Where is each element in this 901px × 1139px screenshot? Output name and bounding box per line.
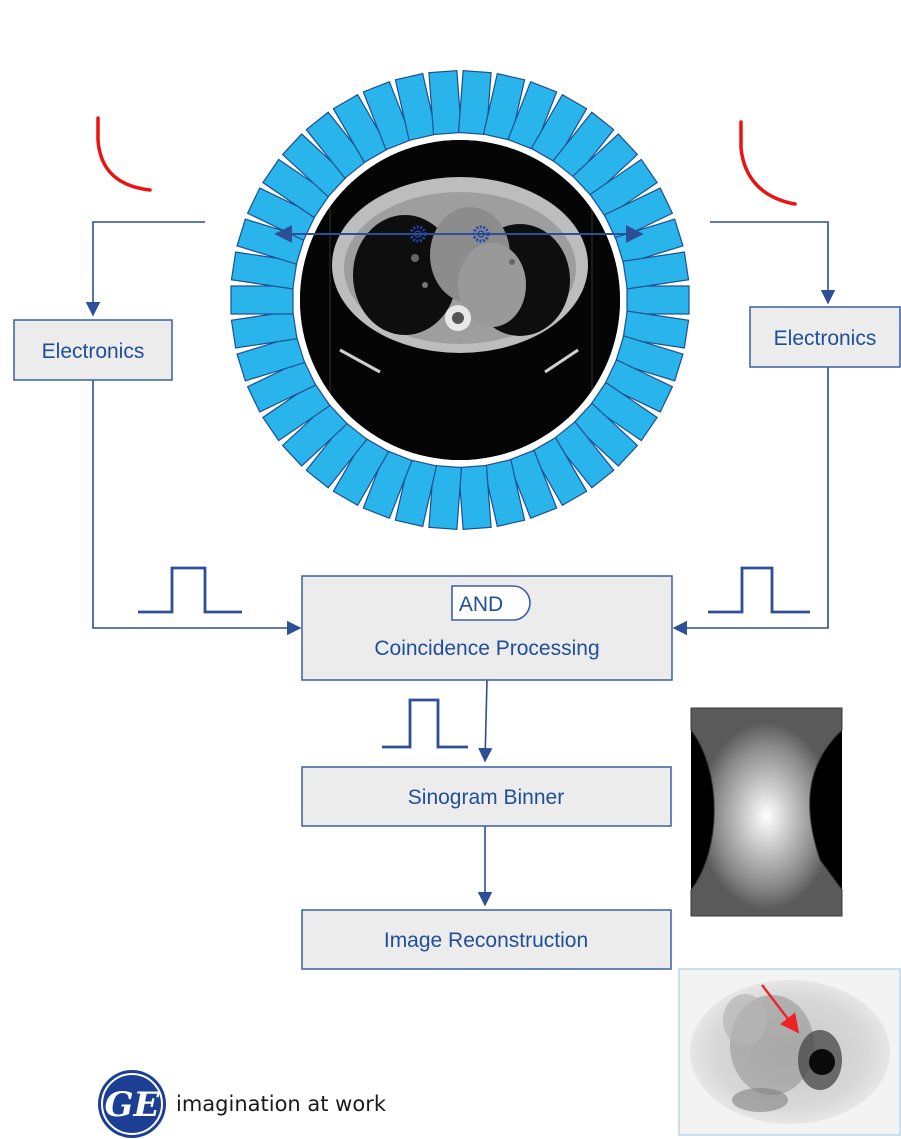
image-reconstruction-box: Image Reconstruction [302,910,671,969]
detector-crystal [429,71,462,135]
ge-logo-text: GE [105,1085,161,1125]
electronics-right-label: Electronics [774,327,877,350]
sinogram-binner-box: Sinogram Binner [302,767,671,826]
ct-scan-image [300,140,620,460]
coincidence-label: Coincidence Processing [374,637,599,660]
detector-crystal [459,465,492,529]
detector-signal-right [741,122,795,204]
detector-signal-left [98,118,150,190]
sinogram-label: Sinogram Binner [408,786,564,809]
electronics-left-label: Electronics [42,340,145,363]
pet-image [679,969,900,1135]
detector-crystal [627,286,689,314]
reconstruction-label: Image Reconstruction [384,929,588,952]
detector-crystal [231,286,293,314]
coincidence-processing-box: AND Coincidence Processing [302,576,672,680]
electronics-right-box: Electronics [750,307,900,367]
and-gate-label: AND [459,593,503,616]
sinogram-image [691,708,842,916]
electronics-left-box: Electronics [14,320,172,380]
ge-logo: GE [98,1070,166,1138]
tagline: imagination at work [176,1092,387,1116]
